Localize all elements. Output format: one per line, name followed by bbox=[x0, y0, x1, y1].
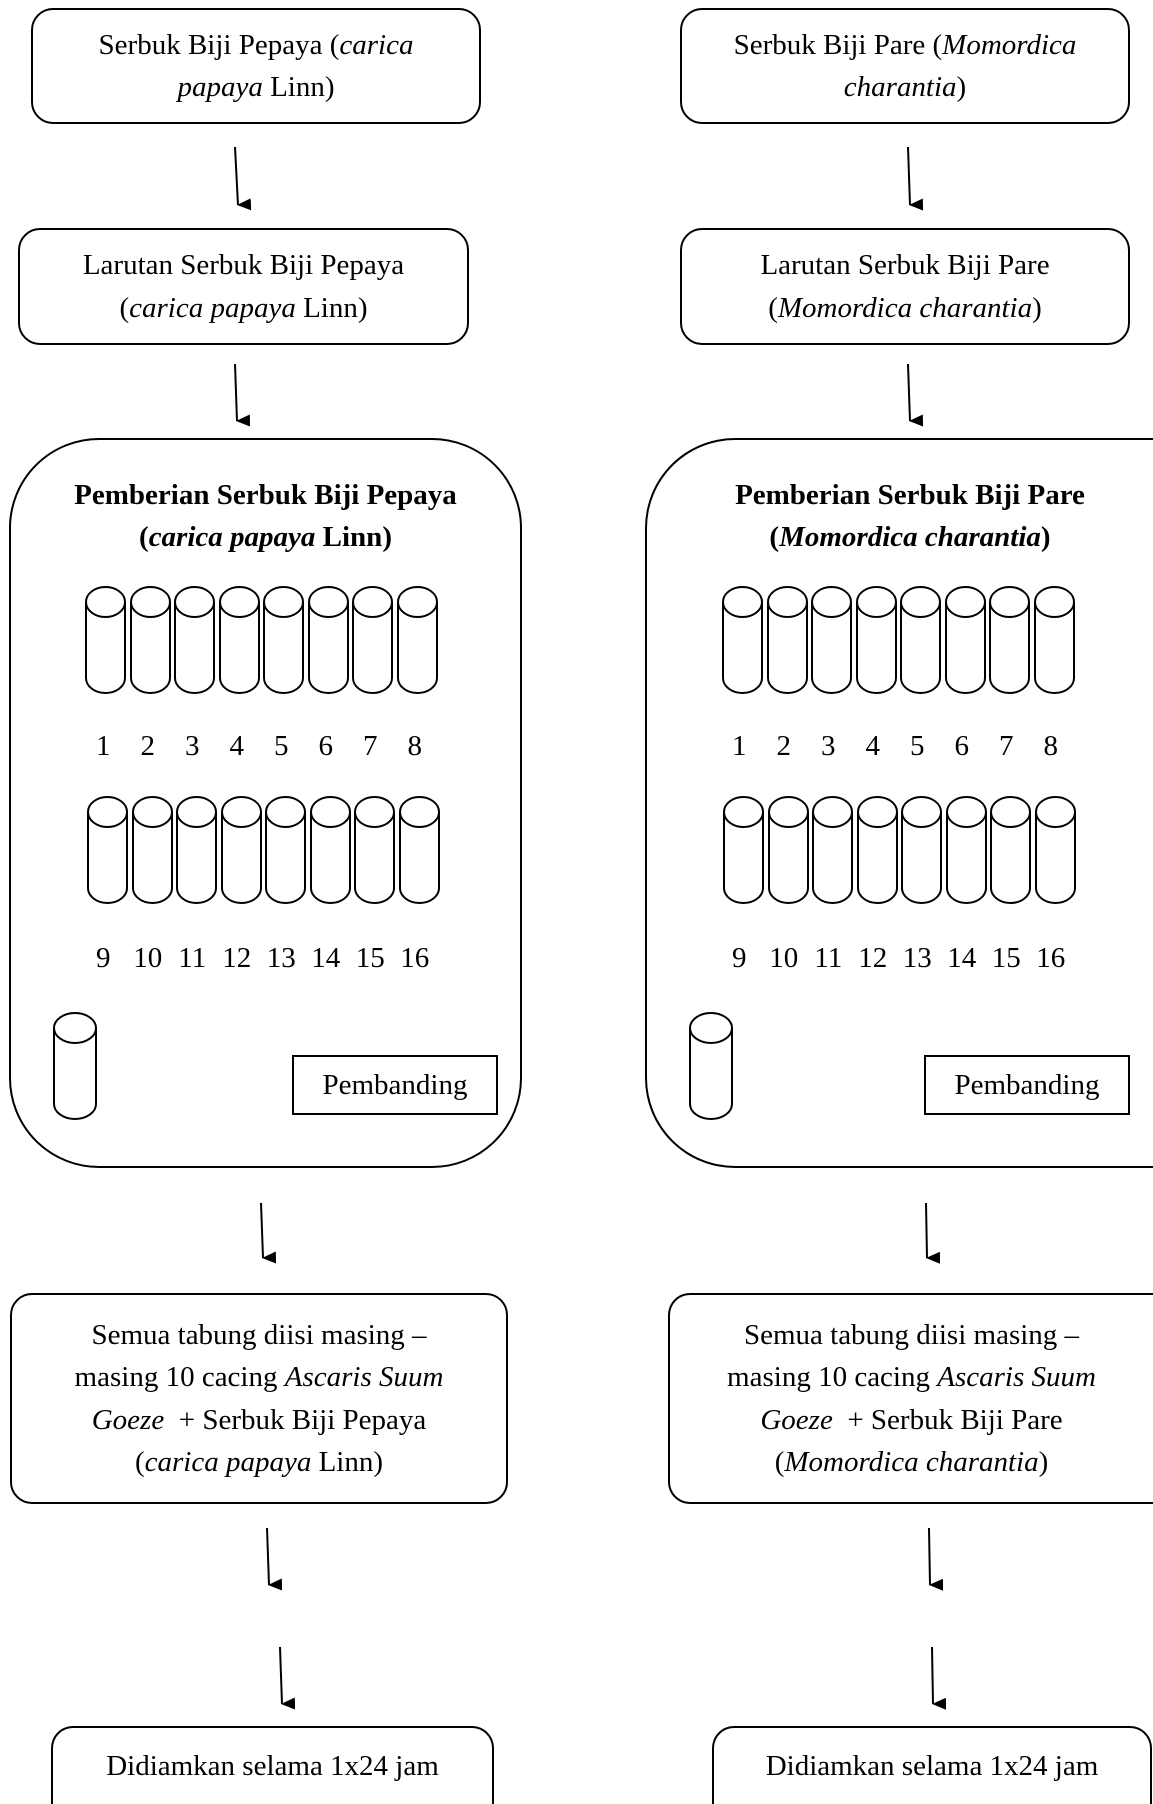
test-tube-icon bbox=[131, 796, 173, 904]
test-tube-icon bbox=[767, 796, 809, 904]
tube-number: 5 bbox=[274, 730, 289, 762]
tube-number: 15 bbox=[355, 942, 385, 974]
test-tube-icon bbox=[218, 586, 260, 694]
test-tube-icon bbox=[398, 796, 440, 904]
tube-number: 9 bbox=[732, 942, 747, 974]
test-tube-icon bbox=[1033, 586, 1075, 694]
tube-number: 5 bbox=[910, 730, 925, 762]
tube-number: 1 bbox=[732, 730, 747, 762]
test-tube-icon bbox=[945, 796, 987, 904]
left-tube-numbers-2: 9 10 11 12 13 14 15 16 bbox=[81, 942, 437, 975]
right-step-serbuk: Serbuk Biji Pare (Momordica charantia) bbox=[680, 8, 1130, 124]
tube-number: 12 bbox=[858, 942, 888, 974]
left-tube-numbers-1: 1 2 3 4 5 6 7 8 bbox=[81, 730, 437, 763]
test-tube-icon bbox=[129, 586, 171, 694]
tube-number: 13 bbox=[266, 942, 296, 974]
left-tube-row-1 bbox=[85, 586, 441, 694]
arrow-left-1 bbox=[234, 146, 252, 211]
test-tube-icon bbox=[766, 586, 808, 694]
test-tube-icon bbox=[900, 586, 941, 694]
tube-number: 7 bbox=[999, 730, 1014, 762]
test-tube-icon bbox=[990, 796, 1031, 904]
test-tube-icon bbox=[396, 586, 438, 694]
arrow-right-3 bbox=[925, 1202, 941, 1264]
left-tube-row-2 bbox=[87, 796, 443, 904]
right-step-fill-tubes: Semua tabung diisi masing – masing 10 ca… bbox=[668, 1293, 1153, 1504]
tube-number: 2 bbox=[776, 730, 792, 762]
right-tube-row-1 bbox=[722, 586, 1078, 694]
tube-number: 11 bbox=[814, 942, 843, 974]
tube-number: 11 bbox=[178, 942, 207, 974]
tube-number: 9 bbox=[96, 942, 111, 974]
left-step-serbuk: Serbuk Biji Pepaya (carica papaya Linn) bbox=[31, 8, 481, 124]
test-tube-icon bbox=[87, 796, 128, 904]
test-tube-icon bbox=[855, 586, 897, 694]
left-treatment-title: Pemberian Serbuk Biji Pepaya (carica pap… bbox=[74, 479, 457, 554]
tube-number: 7 bbox=[363, 730, 378, 762]
test-tube-icon bbox=[901, 796, 942, 904]
arrow-right-4 bbox=[928, 1527, 944, 1591]
test-tube-icon bbox=[174, 586, 215, 694]
test-tube-icon bbox=[812, 796, 853, 904]
tube-number: 8 bbox=[1043, 730, 1059, 762]
arrow-left-2 bbox=[234, 363, 251, 427]
tube-number: 6 bbox=[954, 730, 970, 762]
test-tube-icon bbox=[265, 796, 306, 904]
tube-number: 10 bbox=[769, 942, 799, 974]
test-tube-icon bbox=[176, 796, 217, 904]
tube-number: 12 bbox=[222, 942, 252, 974]
tube-number: 3 bbox=[821, 730, 836, 762]
comparison-tube-icon bbox=[53, 1012, 97, 1120]
arrow-right-2 bbox=[907, 363, 924, 427]
right-tube-numbers-1: 1 2 3 4 5 6 7 8 bbox=[717, 730, 1073, 763]
test-tube-icon bbox=[1034, 796, 1076, 904]
right-comparison-box: Pembanding bbox=[924, 1055, 1130, 1115]
left-step-larutan: Larutan Serbuk Biji Pepaya (carica papay… bbox=[18, 228, 469, 345]
tube-number: 8 bbox=[407, 730, 423, 762]
tube-number: 2 bbox=[140, 730, 156, 762]
arrow-left-5 bbox=[279, 1646, 296, 1710]
arrow-right-5 bbox=[931, 1646, 947, 1710]
tube-number: 6 bbox=[318, 730, 334, 762]
comparison-tube-icon bbox=[689, 1012, 733, 1120]
right-step-larutan: Larutan Serbuk Biji Pare (Momordica char… bbox=[680, 228, 1130, 345]
test-tube-icon bbox=[354, 796, 395, 904]
tube-number: 4 bbox=[865, 730, 881, 762]
arrow-right-1 bbox=[907, 146, 924, 211]
test-tube-icon bbox=[722, 586, 763, 694]
tube-number: 16 bbox=[1036, 942, 1066, 974]
tube-number: 14 bbox=[311, 942, 341, 974]
test-tube-icon bbox=[307, 586, 349, 694]
test-tube-icon bbox=[856, 796, 898, 904]
left-comparison-box: Pembanding bbox=[292, 1055, 498, 1115]
test-tube-icon bbox=[989, 586, 1030, 694]
test-tube-icon bbox=[723, 796, 764, 904]
tube-number: 10 bbox=[133, 942, 163, 974]
test-tube-icon bbox=[220, 796, 262, 904]
tube-number: 3 bbox=[185, 730, 200, 762]
tube-number: 13 bbox=[902, 942, 932, 974]
arrow-left-4 bbox=[266, 1527, 283, 1591]
test-tube-icon bbox=[944, 586, 986, 694]
right-treatment-group: Pemberian Serbuk Biji Pare (Momordica ch… bbox=[645, 438, 1153, 1168]
right-tube-numbers-2: 9 10 11 12 13 14 15 16 bbox=[717, 942, 1073, 975]
tube-number: 16 bbox=[400, 942, 430, 974]
left-treatment-group: Pemberian Serbuk Biji Pepaya (carica pap… bbox=[9, 438, 522, 1168]
tube-number: 4 bbox=[229, 730, 245, 762]
right-treatment-title: Pemberian Serbuk Biji Pare (Momordica ch… bbox=[735, 479, 1085, 554]
tube-number: 15 bbox=[991, 942, 1021, 974]
test-tube-icon bbox=[309, 796, 351, 904]
left-step-incubate: Didiamkan selama 1x24 jam bbox=[51, 1726, 494, 1804]
test-tube-icon bbox=[352, 586, 393, 694]
arrow-left-3 bbox=[260, 1202, 277, 1264]
right-tube-row-2 bbox=[723, 796, 1079, 904]
right-step-incubate: Didiamkan selama 1x24 jam bbox=[712, 1726, 1152, 1804]
tube-number: 1 bbox=[96, 730, 111, 762]
tube-number: 14 bbox=[947, 942, 977, 974]
left-step-fill-tubes: Semua tabung diisi masing – masing 10 ca… bbox=[10, 1293, 508, 1504]
test-tube-icon bbox=[263, 586, 304, 694]
test-tube-icon bbox=[85, 586, 126, 694]
test-tube-icon bbox=[811, 586, 852, 694]
